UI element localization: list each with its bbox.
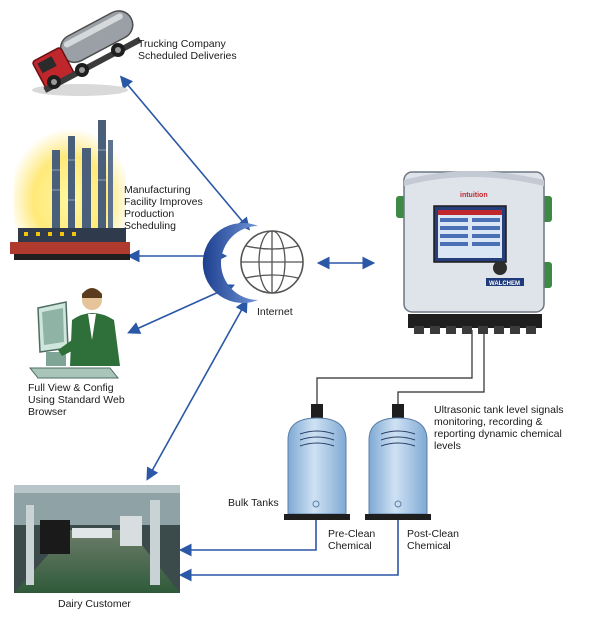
sensor-cables [316, 330, 485, 404]
connection-arrows [119, 75, 399, 582]
controller-icon [396, 171, 552, 334]
globe-icon [202, 223, 304, 303]
label-browser: Full View & Config Using Standard Web Br… [28, 382, 125, 418]
arrow-preclean-dairy [178, 518, 317, 557]
label-dairy: Dairy Customer [58, 598, 131, 610]
tank-pre-clean [284, 404, 350, 520]
label-pre-clean: Pre-Clean Chemical [328, 528, 376, 552]
label-manufacturing: Manufacturing Facility Improves Producti… [124, 184, 203, 232]
computer-user-icon [28, 288, 120, 379]
label-ultrasonic: Ultrasonic tank level signals monitoring… [434, 404, 564, 452]
factory-icon [10, 120, 130, 260]
arrow-postclean-dairy [178, 518, 399, 582]
truck-icon [32, 10, 142, 96]
label-trucking: Trucking Company Scheduled Deliveries [138, 38, 237, 62]
dairy-photo [14, 485, 180, 593]
arrow-truck-internet [119, 75, 251, 231]
label-internet: Internet [257, 306, 293, 318]
label-bulk-tanks: Bulk Tanks [228, 497, 279, 509]
arrow-dairy-internet [146, 299, 248, 481]
label-post-clean: Post-Clean Chemical [407, 528, 459, 552]
controller-maker: WALCHEM [489, 281, 520, 287]
tank-post-clean [365, 404, 431, 520]
controller-brand: intuition [460, 192, 488, 199]
